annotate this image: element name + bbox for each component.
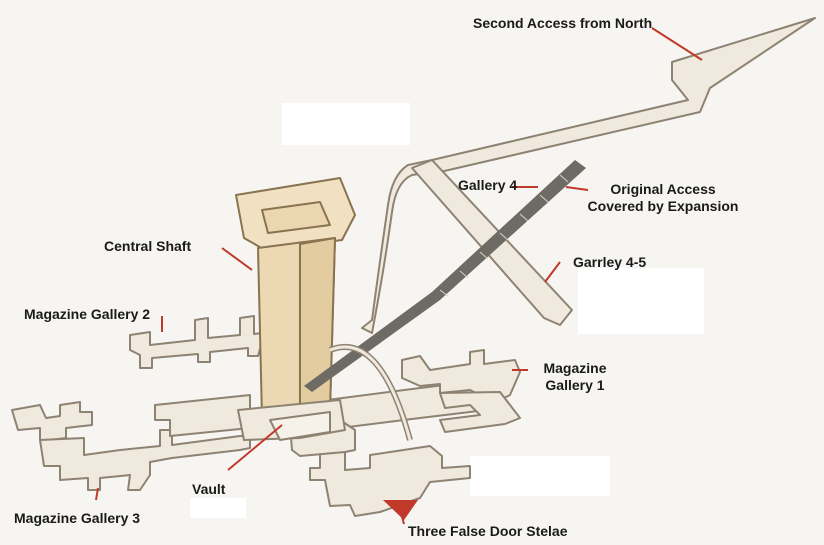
blank-box	[578, 268, 704, 334]
label-original-access-line2: Covered by Expansion	[587, 198, 739, 214]
second-access-ramp	[431, 17, 816, 173]
blank-box	[282, 103, 410, 145]
label-magazine-gallery-2: Magazine Gallery 2	[24, 306, 151, 322]
false-door-gallery	[309, 445, 471, 517]
blank-box	[470, 456, 610, 496]
leader-lines	[95, 27, 703, 525]
magazine-gallery-3	[11, 401, 93, 441]
blank-box	[190, 498, 246, 518]
label-magazine-gallery-1: Magazine Gallery 1	[530, 360, 620, 394]
label-gallery-4: Gallery 4	[458, 177, 518, 193]
magazine-gallery-1-arm	[439, 391, 521, 433]
label-vault: Vault	[192, 481, 226, 497]
central-shaft	[235, 177, 356, 441]
label-original-access-line1: Original Access	[610, 181, 716, 197]
label-original-access: Original Access Covered by Expansion	[566, 181, 760, 215]
stair-corridors	[304, 160, 586, 441]
magazine-gallery-1	[401, 349, 521, 401]
label-magazine-gallery-1-line2: Gallery 1	[545, 377, 605, 393]
magazine-gallery-2	[129, 315, 263, 369]
gallery-4-staircase	[304, 160, 586, 392]
false-door-marker	[383, 500, 418, 520]
label-garrley: Garrley 4-5	[573, 254, 647, 270]
label-second-access: Second Access from North	[473, 15, 653, 31]
connecting-corridor	[361, 159, 433, 334]
label-central-shaft: Central Shaft	[104, 238, 192, 254]
label-magazine-gallery-3: Magazine Gallery 3	[14, 510, 141, 526]
label-false-door-stelae: Three False Door Stelae	[408, 523, 568, 539]
magazine-gallery-3-arm	[39, 429, 251, 491]
label-magazine-gallery-1-line1: Magazine	[543, 360, 607, 376]
